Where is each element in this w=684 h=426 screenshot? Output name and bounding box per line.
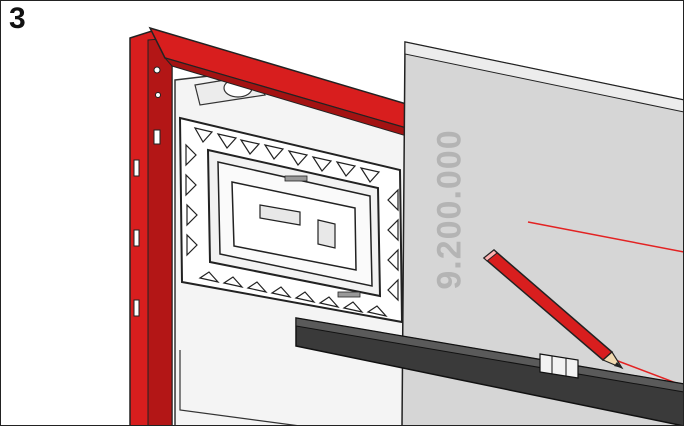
marking-pencil (482, 249, 624, 370)
flush-plate-template (178, 116, 404, 324)
pencil-marking-line (527, 221, 684, 253)
red-mounting-frame (129, 26, 421, 426)
panel-label: 9.200.000 (430, 129, 469, 290)
step-number: 3 (9, 2, 26, 35)
spirit-level (295, 317, 684, 426)
plasterboard-panel (401, 41, 684, 426)
